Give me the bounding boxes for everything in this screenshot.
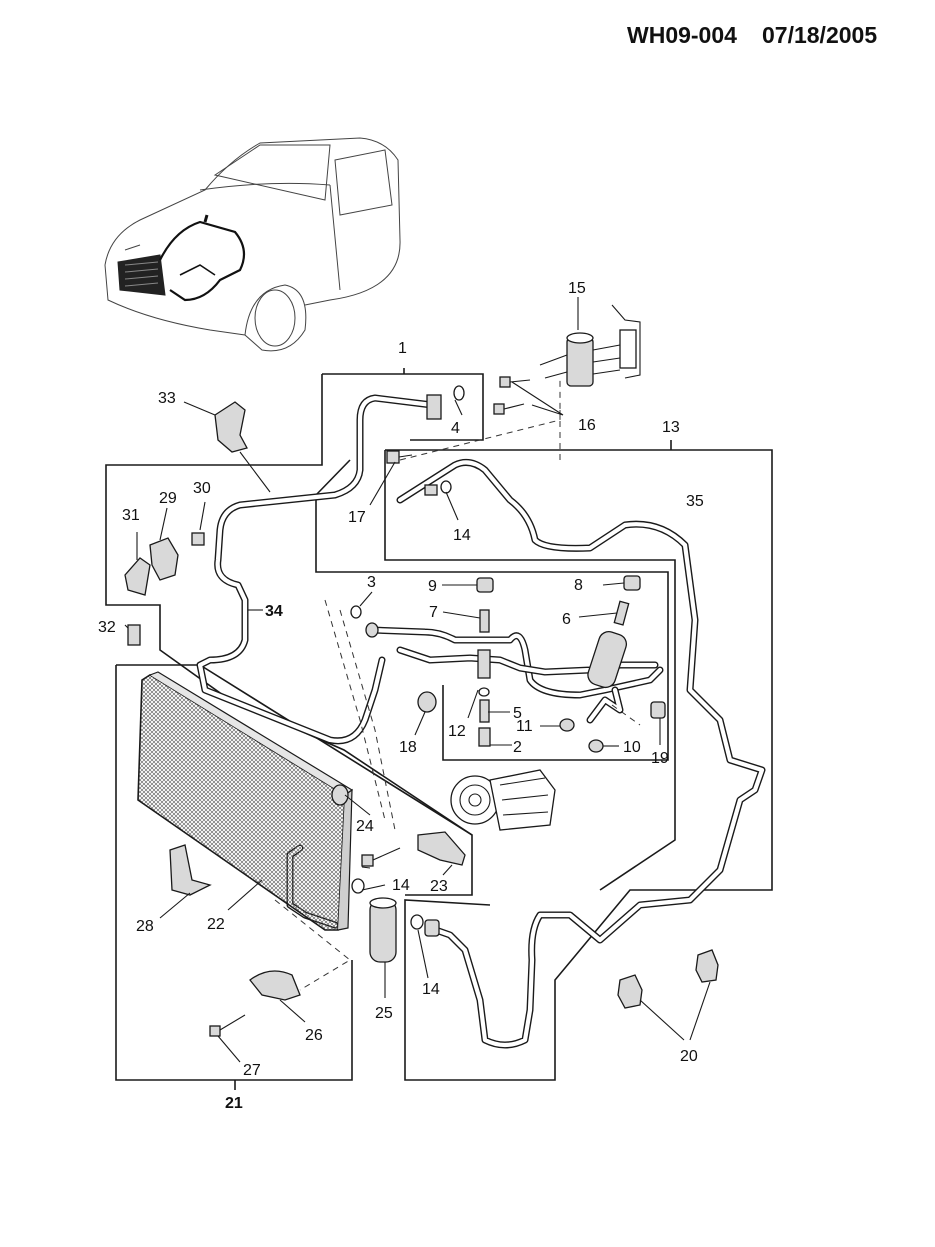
callout-22: 22: [207, 916, 225, 933]
group-outline-13: [384, 440, 773, 1081]
callout-32: 32: [98, 619, 116, 636]
callout-23: 23: [430, 878, 448, 895]
callout-30: 30: [193, 480, 211, 497]
callout-20: 20: [680, 1048, 698, 1065]
callout-1: 1: [398, 340, 407, 357]
callout-14-middle: 14: [392, 877, 410, 894]
expansion-valve: [539, 304, 641, 387]
callout-11: 11: [516, 718, 533, 735]
callout-8: 8: [574, 577, 583, 594]
callout-4: 4: [451, 420, 460, 437]
callout-10: 10: [623, 739, 641, 756]
group-outline-middle: [315, 459, 669, 761]
callout-17: 17: [348, 509, 366, 526]
callout-labels: 1 2 3 4 5 6 7 8 9 10 11 12 13 14 14 14 1…: [98, 280, 704, 1112]
diagram-header: WH09-004 07/18/2005: [600, 22, 900, 54]
callout-27: 27: [243, 1062, 261, 1079]
callout-24: 24: [356, 818, 374, 835]
callout-29: 29: [159, 490, 177, 507]
callout-7: 7: [429, 604, 438, 621]
callout-13: 13: [662, 419, 680, 436]
callout-25: 25: [375, 1005, 393, 1022]
vehicle-location-thumbnail: [104, 137, 401, 352]
condenser: [137, 671, 354, 931]
callout-6: 6: [562, 611, 571, 628]
compressor: [450, 769, 556, 831]
callout-14-lower: 14: [422, 981, 440, 998]
callout-16: 16: [578, 417, 596, 434]
callout-9: 9: [428, 578, 437, 595]
callout-5: 5: [513, 705, 522, 722]
callout-21: 21: [225, 1095, 243, 1112]
callout-15: 15: [568, 280, 586, 297]
callout-28: 28: [136, 918, 154, 935]
callout-19: 19: [651, 750, 669, 767]
group-outline-21: [115, 664, 473, 1090]
callout-12: 12: [448, 723, 466, 740]
callout-14-upper: 14: [453, 527, 471, 544]
callout-35: 35: [686, 493, 704, 510]
diagram-date: 07/18/2005: [762, 22, 878, 48]
dashed-leaders: [274, 380, 641, 991]
pipe-assembly-1: [196, 394, 436, 745]
callout-26: 26: [305, 1027, 323, 1044]
diagram-code: WH09-004: [627, 22, 737, 48]
callout-3: 3: [367, 574, 376, 591]
callout-31: 31: [122, 507, 140, 524]
fittings: [124, 376, 719, 1037]
suction-can: [587, 630, 628, 689]
callout-33: 33: [158, 390, 176, 407]
callout-34: 34: [265, 603, 283, 620]
callout-2: 2: [513, 739, 522, 756]
leader-lines: [124, 297, 711, 1063]
receiver-drier: [369, 897, 397, 963]
callout-18: 18: [399, 739, 417, 756]
pipe-assembly-13: [396, 458, 766, 1049]
